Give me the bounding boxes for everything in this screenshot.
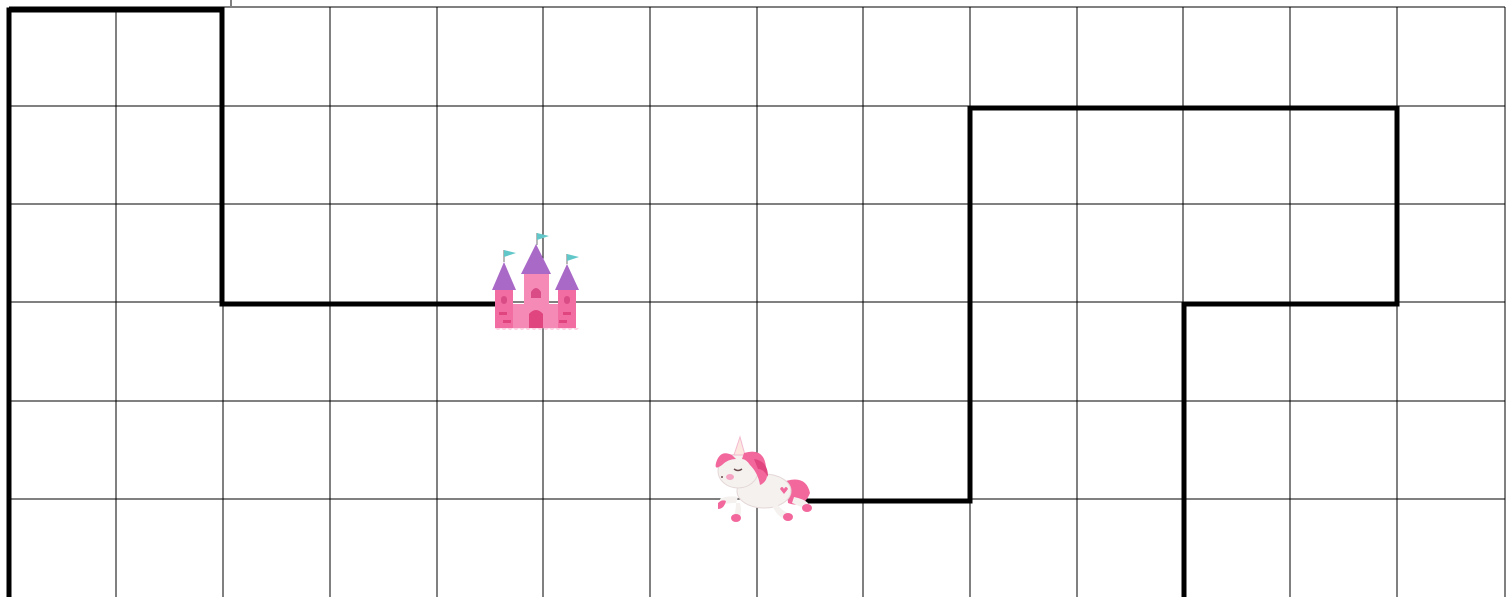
wall-left <box>9 10 497 597</box>
wall-middle <box>805 108 1397 597</box>
unicorn-icon <box>716 437 812 522</box>
thick-path-lines <box>9 10 1397 597</box>
castle-icon <box>492 233 579 330</box>
